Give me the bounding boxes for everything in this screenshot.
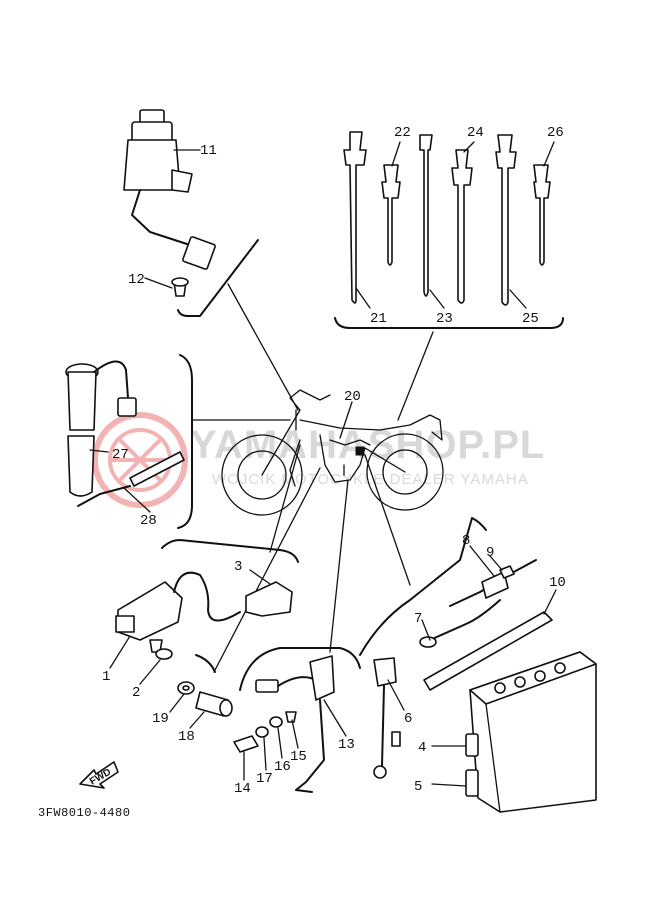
motorcycle-outline	[221, 389, 444, 516]
callout-leaders	[89, 141, 557, 787]
callout-3: 3	[234, 559, 242, 575]
callout-21: 21	[370, 311, 387, 327]
callout-19: 19	[152, 711, 169, 727]
callout-4: 4	[418, 740, 426, 756]
callout-27: 27	[112, 447, 129, 463]
callout-8: 8	[462, 533, 470, 549]
callout-12: 12	[128, 272, 145, 288]
watermark: YAMAHASHOP.PL WOJCIK MOTOCYKLE DEALER YA…	[92, 412, 544, 508]
group-brackets	[161, 239, 564, 691]
fwd-arrow: FWD	[79, 761, 119, 789]
fuse-holder	[419, 559, 553, 691]
connector-assembly	[255, 655, 335, 793]
callout-2: 2	[132, 685, 140, 701]
callout-14: 14	[234, 781, 251, 797]
callout-25: 25	[522, 311, 539, 327]
callout-22: 22	[394, 125, 411, 141]
callout-5: 5	[414, 779, 422, 795]
small-hardware	[233, 711, 297, 753]
cable-ties	[343, 131, 551, 306]
battery-cable	[373, 657, 401, 779]
fuel-sender-assembly	[65, 360, 185, 507]
neutral-switch	[177, 681, 233, 717]
callout-9: 9	[486, 545, 494, 561]
callouts: 11 12 22 24 26 21 23 25 20 27 28 3 1 2 1…	[102, 125, 566, 797]
callout-10: 10	[549, 575, 566, 591]
screw	[171, 277, 189, 297]
callout-18: 18	[178, 729, 195, 745]
callout-23: 23	[436, 311, 453, 327]
ignition-coil	[115, 571, 293, 641]
callout-24: 24	[467, 125, 484, 141]
motorcycle-leaders	[191, 283, 434, 673]
callout-15: 15	[290, 749, 307, 765]
bolt	[149, 639, 173, 660]
callout-20: 20	[344, 389, 361, 405]
callout-13: 13	[338, 737, 355, 753]
callout-17: 17	[256, 771, 273, 787]
callout-1: 1	[102, 669, 110, 685]
callout-7: 7	[414, 611, 422, 627]
callout-6: 6	[404, 711, 412, 727]
callout-11: 11	[200, 143, 217, 159]
callout-26: 26	[547, 125, 564, 141]
callout-28: 28	[140, 513, 157, 529]
watermark-subtitle: WOJCIK MOTOCYKLE DEALER YAMAHA	[212, 471, 529, 488]
callout-16: 16	[274, 759, 291, 775]
main-switch	[123, 109, 216, 270]
battery	[465, 651, 597, 813]
diagram-code: 3FW8010-4480	[38, 806, 130, 820]
